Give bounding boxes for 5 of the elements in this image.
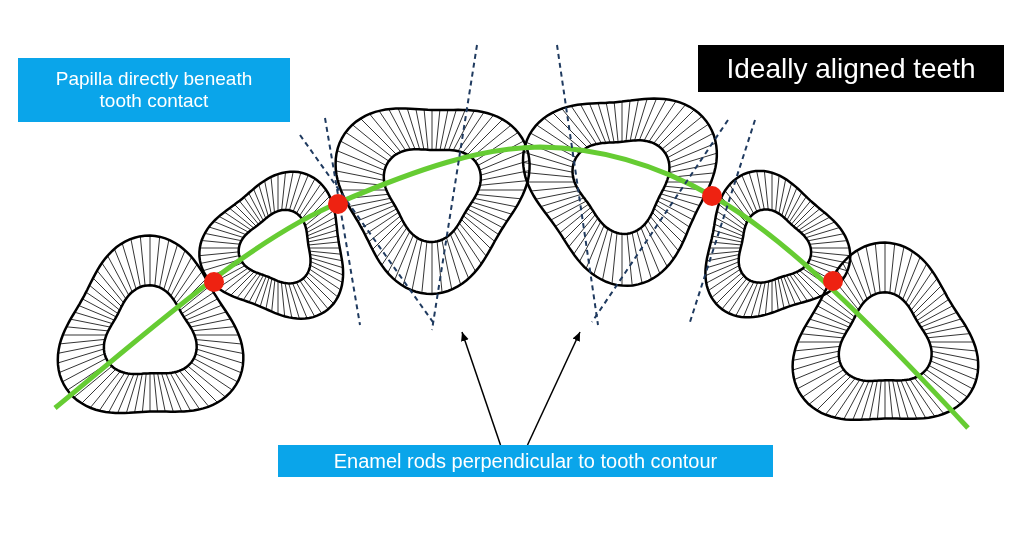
label-box: Ideally aligned teeth (698, 45, 1004, 92)
label-box: Papilla directly beneath tooth contact (18, 58, 290, 122)
label-box: Enamel rods perpendicular to tooth contour (278, 445, 773, 477)
arrow (526, 331, 581, 446)
arrow (461, 331, 502, 446)
